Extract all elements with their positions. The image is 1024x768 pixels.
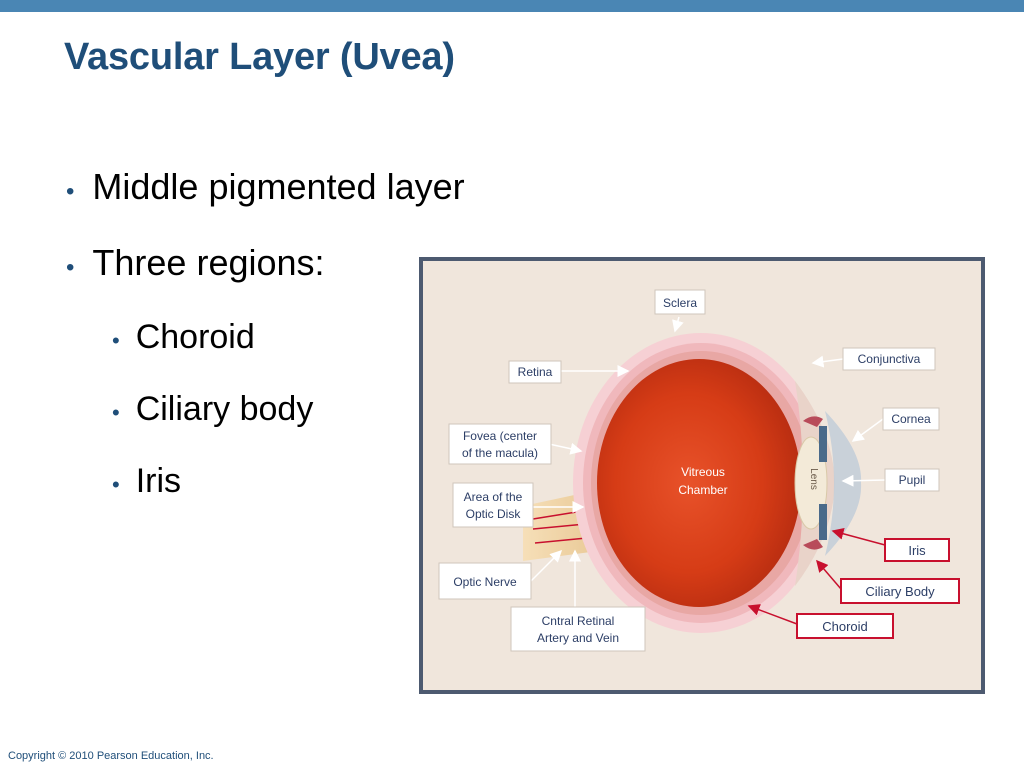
choroid-label: Choroid <box>822 619 868 634</box>
label-box <box>448 423 552 465</box>
vitreous-label-1: Vitreous <box>681 465 725 479</box>
optic-disk-label-1: Area of the <box>464 490 523 504</box>
bullet-text: Choroid <box>135 318 255 356</box>
sclera-label: Sclera <box>663 296 697 310</box>
optic-nerve-label: Optic Nerve <box>453 575 517 589</box>
lens-label: Lens <box>808 468 819 490</box>
bullet-dot-icon: • <box>112 472 120 497</box>
bullet-dot-icon: • <box>112 328 120 353</box>
bullet-item: • Three regions: <box>66 242 325 284</box>
label-box <box>654 289 706 315</box>
vitreous-chamber-shape <box>597 359 801 607</box>
label-box <box>884 468 940 492</box>
artery-label-1: Cntral Retinal <box>542 614 615 628</box>
bullet-text: Three regions: <box>92 242 325 283</box>
bullet-text: Middle pigmented layer <box>92 166 465 207</box>
fovea-label-1: Fovea (center <box>463 429 537 443</box>
optic-disk-label-2: Optic Disk <box>466 507 522 521</box>
bullet-dot-icon: • <box>66 254 75 281</box>
fovea-label-2: of the macula) <box>462 446 538 460</box>
copyright-notice: Copyright © 2010 Pearson Education, Inc. <box>8 750 214 762</box>
pupil-label: Pupil <box>899 473 926 487</box>
conjunctiva-label: Conjunctiva <box>858 352 921 366</box>
label-box <box>882 407 940 431</box>
highlight-box <box>840 578 960 604</box>
top-accent-bar <box>0 0 1024 12</box>
bullet-text: Ciliary body <box>135 390 314 428</box>
label-box <box>438 562 532 600</box>
bullet-dot-icon: • <box>112 400 120 425</box>
eye-diagram: Vitreous Chamber Lens Sclera Retina Conj… <box>438 289 960 652</box>
sub-bullet-item: • Iris <box>112 462 181 501</box>
retina-label: Retina <box>518 365 553 379</box>
bullet-item: • Middle pigmented layer <box>66 166 465 208</box>
cornea-label: Cornea <box>891 412 931 426</box>
highlight-box <box>796 613 894 639</box>
highlight-box <box>884 538 950 562</box>
bullet-dot-icon: • <box>66 178 75 205</box>
slide-title: Vascular Layer (Uvea) <box>64 36 455 78</box>
eye-anatomy-figure: Vitreous Chamber Lens Sclera Retina Conj… <box>419 257 985 694</box>
artery-label-2: Artery and Vein <box>537 631 619 645</box>
sub-bullet-item: • Ciliary body <box>112 390 313 429</box>
label-box <box>842 347 936 371</box>
bullet-text: Iris <box>135 462 182 500</box>
ciliary-body-label: Ciliary Body <box>865 584 935 599</box>
vitreous-label-2: Chamber <box>678 483 727 497</box>
label-box <box>508 360 562 384</box>
label-box <box>510 606 646 652</box>
label-box <box>452 482 534 528</box>
iris-label: Iris <box>908 543 926 558</box>
sub-bullet-item: • Choroid <box>112 318 255 357</box>
